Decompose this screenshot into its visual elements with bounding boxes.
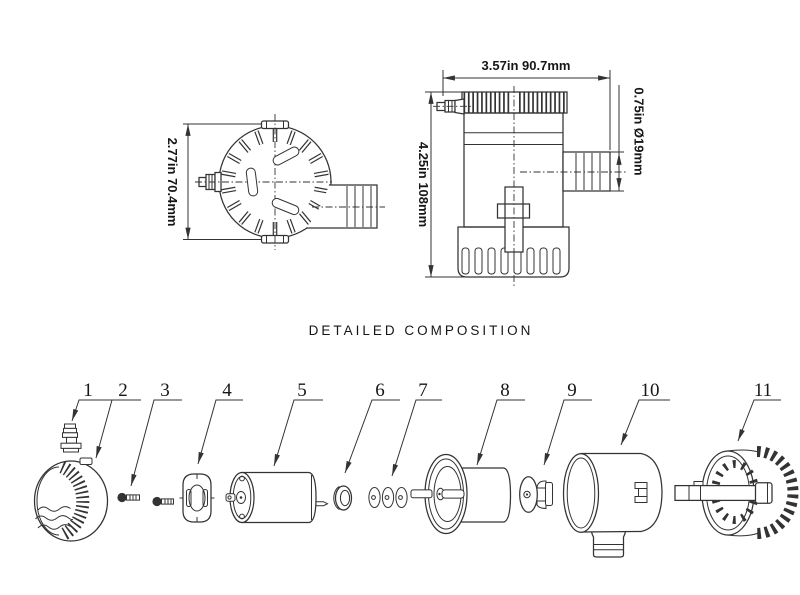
leader-6	[344, 399, 400, 474]
part-7-washers	[368, 487, 408, 508]
leader-9	[543, 399, 592, 466]
part-5-motor	[225, 471, 329, 524]
leader-4	[197, 399, 243, 465]
part-callouts: 1 2 3 4 5 6 7 8 9 10 11	[71, 380, 781, 487]
strainer-base-side	[457, 226, 570, 278]
outlet-port-side-view	[520, 151, 628, 192]
part-11-strainer-base	[674, 446, 799, 539]
part-10-label: 10	[641, 380, 660, 401]
vent-fitting-side	[433, 98, 472, 115]
part-3-screws	[117, 492, 174, 507]
dimension-side-height: 4.25in 108mm	[416, 91, 478, 278]
part-11-label: 11	[754, 380, 772, 401]
part-9-label: 9	[567, 380, 577, 401]
part-4-label: 4	[222, 380, 232, 401]
dimension-label: 2.77in 70.4mm	[165, 138, 180, 227]
discharge-stub	[496, 186, 531, 253]
top-view-drawing: 2.77in 70.4mm	[165, 114, 385, 250]
water-symbol	[37, 506, 71, 512]
dimension-label: 3.57in 90.7mm	[482, 58, 571, 73]
leader-7	[391, 399, 442, 477]
leader-2	[95, 399, 141, 459]
exploded-view: 1 2 3 4 5 6 7 8 9 10 11	[33, 380, 799, 558]
leader-11	[737, 399, 781, 442]
side-view-drawing: 3.57in 90.7mm 4.25in 108mm 0.75in Ø19mm	[416, 58, 647, 286]
outlet-port-top-view	[306, 184, 378, 229]
part-1-label: 1	[83, 380, 93, 401]
dimension-label: 0.75in Ø19mm	[632, 87, 647, 175]
part-2-pump-cover	[33, 457, 109, 542]
part-4-gasket	[179, 473, 215, 523]
leader-10	[620, 399, 670, 446]
section-title: DETAILED COMPOSITION	[309, 323, 534, 338]
part-5-label: 5	[297, 380, 307, 401]
part-8-motor-housing	[410, 453, 512, 535]
part-6-seal	[333, 485, 353, 511]
part-3-label: 3	[160, 380, 170, 401]
part-10-pump-housing	[562, 452, 663, 558]
dimension-outlet-diameter: 0.75in Ø19mm	[565, 85, 647, 192]
part-8-label: 8	[500, 380, 510, 401]
dimension-label: 4.25in 108mm	[416, 142, 431, 227]
impeller-slots	[245, 146, 300, 216]
leader-3	[130, 399, 182, 487]
part-1-barb-fitting	[60, 423, 82, 453]
leader-1	[71, 399, 112, 422]
part-9-impeller	[519, 476, 553, 513]
part-6-label: 6	[375, 380, 385, 401]
leader-5	[273, 399, 323, 467]
dimension-top-view-height: 2.77in 70.4mm	[165, 123, 262, 240]
part-7-label: 7	[418, 380, 428, 401]
part-2-label: 2	[118, 380, 128, 401]
leader-8	[476, 399, 525, 466]
